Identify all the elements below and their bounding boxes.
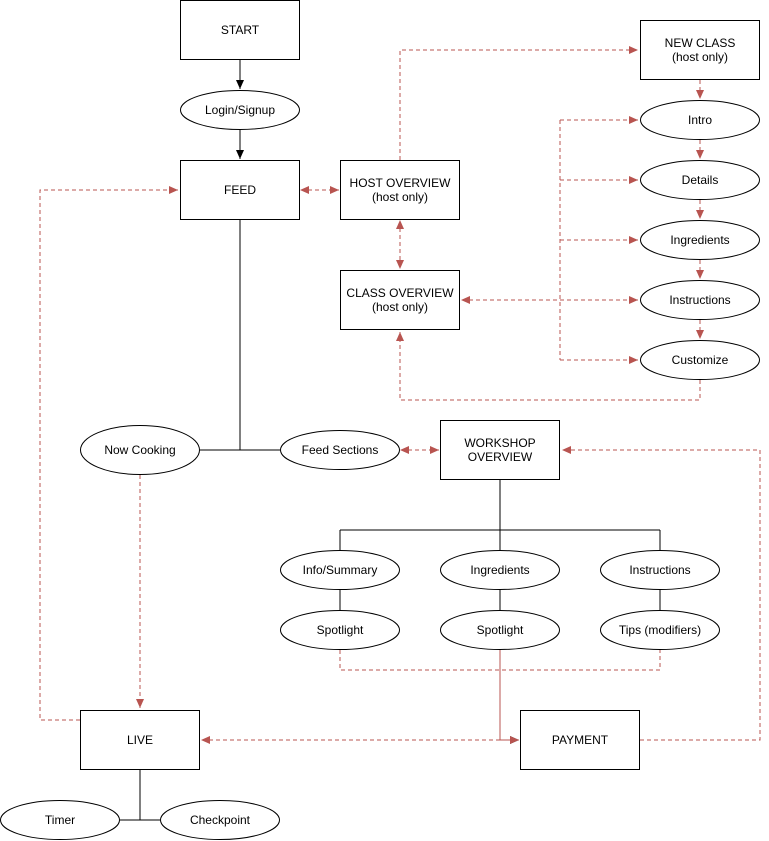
info-summary-shape: [280, 550, 400, 590]
new-class-node: NEW CLASS(host only): [640, 20, 760, 80]
checkpoint-label-line-1: Checkpoint: [190, 813, 251, 827]
start-node: START: [180, 0, 300, 60]
customize-label-line-1: Customize: [672, 353, 729, 367]
details-label-line-1: Details: [682, 173, 719, 187]
spotlight-to-payment-line: [499, 650, 519, 744]
nc-ingredients-shape: [640, 220, 760, 260]
checkpoint-shape: [160, 800, 280, 840]
spotlight-2-label-line-1: Spotlight: [477, 623, 524, 637]
host-overview-node: HOST OVERVIEW(host only): [340, 160, 460, 220]
spotlight-2-shape: [440, 610, 560, 650]
now-cooking-node: Now Cooking: [80, 425, 200, 475]
feed-label-line-1: FEED: [224, 183, 256, 197]
tips-shape: [600, 610, 720, 650]
customize-shape: [640, 340, 760, 380]
info-summary-node: Info/Summary: [280, 550, 400, 590]
host-overview-label-line-1: HOST OVERVIEW: [350, 176, 452, 190]
spotlight-1-node: Spotlight: [280, 610, 400, 650]
login-node: Login/Signup: [180, 90, 300, 130]
workshop-overview-shape: [440, 420, 560, 480]
info-summary-label-line-1: Info/Summary: [303, 563, 378, 577]
intro-label-line-1: Intro: [688, 113, 712, 127]
feed-node: FEED: [180, 160, 300, 220]
class-overview-label-line-2: (host only): [372, 300, 428, 314]
tips-label-line-1: Tips (modifiers): [619, 623, 701, 637]
intro-shape: [640, 100, 760, 140]
details-node: Details: [640, 160, 760, 200]
host-overview-shape: [340, 160, 460, 220]
live-node: LIVE: [80, 710, 200, 770]
feed-tree-connector: [200, 220, 280, 451]
now-cooking-shape: [80, 425, 200, 475]
live-label-line-1: LIVE: [127, 733, 153, 747]
class-overview-node: CLASS OVERVIEW(host only): [340, 270, 460, 330]
live-shape: [80, 710, 200, 770]
nc-ingredients-label-line-1: Ingredients: [670, 233, 729, 247]
ws-instructions-shape: [600, 550, 720, 590]
nc-instructions-label-line-1: Instructions: [669, 293, 730, 307]
host-to-new-class-link: [399, 46, 638, 160]
ws-instructions-node: Instructions: [600, 550, 720, 590]
ws-ingredients-shape: [440, 550, 560, 590]
ws-ingredients-node: Ingredients: [440, 550, 560, 590]
details-shape: [640, 160, 760, 200]
timer-node: Timer: [0, 800, 120, 840]
spotlight-1-label-line-1: Spotlight: [317, 623, 364, 637]
class-overview-shape: [340, 270, 460, 330]
new-class-label-line-2: (host only): [672, 50, 728, 64]
nc-instructions-node: Instructions: [640, 280, 760, 320]
spotlight-2-node: Spotlight: [440, 610, 560, 650]
ws-pair-connectors: [339, 590, 661, 611]
customize-to-class-overview-link: [396, 332, 701, 401]
start-shape: [180, 0, 300, 60]
new-class-shape: [640, 20, 760, 80]
payment-label-line-1: PAYMENT: [552, 733, 609, 747]
feed-shape: [180, 160, 300, 220]
payment-to-workshop-link: [562, 446, 761, 741]
dashed-connectors: [39, 46, 761, 744]
feed-sections-label-line-1: Feed Sections: [302, 443, 379, 457]
now-cooking-label-line-1: Now Cooking: [104, 443, 175, 457]
timer-label-line-1: Timer: [45, 813, 75, 827]
ws-instructions-label-line-1: Instructions: [629, 563, 690, 577]
live-tree-connector: [120, 770, 160, 821]
login-shape: [180, 90, 300, 130]
spotlight-tips-group-link: [339, 650, 661, 671]
ws-ingredients-label-line-1: Ingredients: [470, 563, 529, 577]
payment-shape: [520, 710, 640, 770]
new-class-label-line-1: NEW CLASS: [665, 36, 736, 50]
nc-instructions-shape: [640, 280, 760, 320]
tips-node: Tips (modifiers): [600, 610, 720, 650]
feed-sections-shape: [280, 430, 400, 470]
feed-sections-node: Feed Sections: [280, 430, 400, 470]
class-overview-label-line-1: CLASS OVERVIEW: [346, 286, 454, 300]
checkpoint-node: Checkpoint: [160, 800, 280, 840]
start-label-line-1: START: [221, 23, 260, 37]
spotlight-1-shape: [280, 610, 400, 650]
intro-node: Intro: [640, 100, 760, 140]
payment-node: PAYMENT: [520, 710, 640, 770]
timer-shape: [0, 800, 120, 840]
workshop-tree-connector: [339, 480, 661, 551]
nc-ingredients-node: Ingredients: [640, 220, 760, 260]
host-overview-label-line-2: (host only): [372, 190, 428, 204]
workshop-overview-label-line-2: OVERVIEW: [468, 450, 533, 464]
customize-node: Customize: [640, 340, 760, 380]
live-to-feed-link: [39, 186, 178, 721]
workshop-overview-label-line-1: WORKSHOP: [464, 436, 535, 450]
login-label-line-1: Login/Signup: [205, 103, 275, 117]
